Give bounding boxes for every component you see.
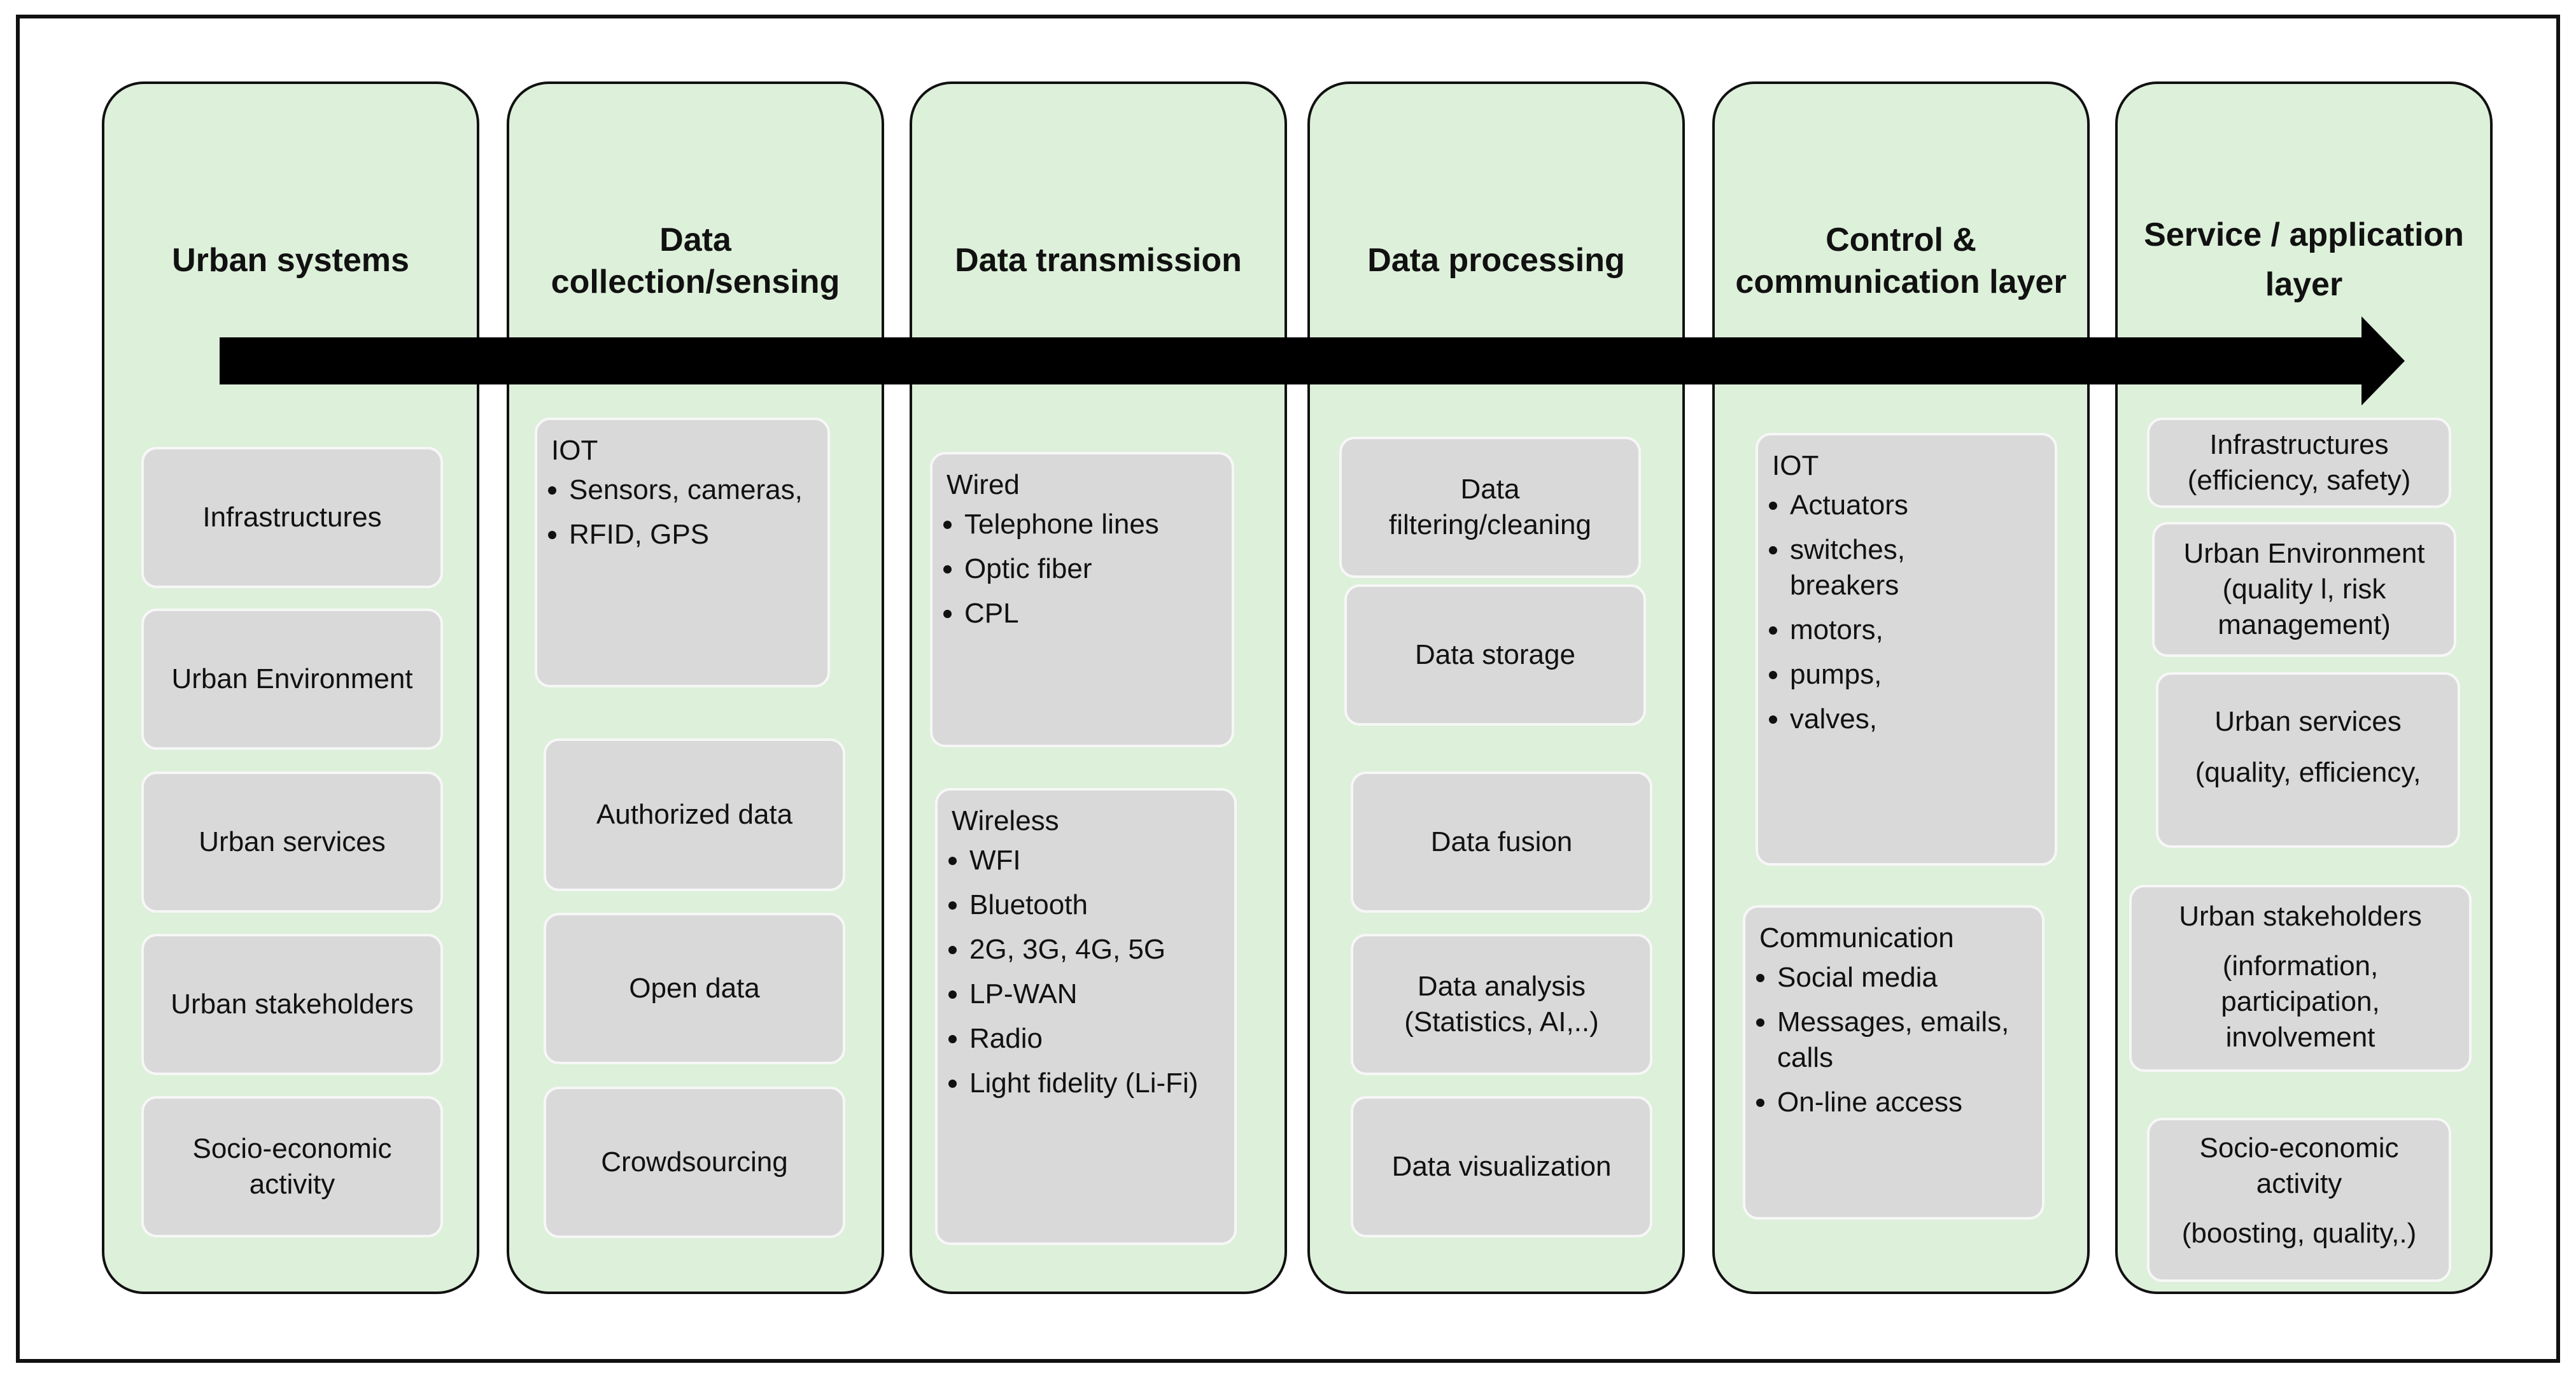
service-detail: (quality, efficiency, (2195, 757, 2421, 788)
column-data-collection: Data collection/sensing IOT Sensors, cam… (507, 81, 884, 1294)
service-title: Urban services (2214, 706, 2402, 737)
service-title: Urban stakeholders (2179, 901, 2422, 932)
wireless-box: Wireless WFI Bluetooth 2G, 3G, 4G, 5G LP… (935, 788, 1237, 1245)
column-data-transmission: Data transmission Wired Telephone lines … (910, 81, 1287, 1294)
list-item: 2G, 3G, 4G, 5G (969, 932, 1220, 968)
communication-box: Communication Social media Messages, ema… (1743, 905, 2045, 1220)
urban-system-box: Urban services (141, 771, 443, 913)
service-box-socio-economic: Socio-economic activity (boosting, quali… (2147, 1118, 2451, 1282)
urban-system-box: Infrastructures (141, 447, 443, 588)
list-item: Actuators (1790, 488, 2041, 523)
list-item: Social media (1777, 960, 2028, 996)
data-source-box: Authorized data (544, 738, 845, 891)
column-title: Data transmission (955, 242, 1242, 279)
data-source-box: Open data (544, 913, 845, 1064)
processing-box: Data filtering/cleaning (1339, 437, 1641, 578)
column-service-application: Service / application layer Infrastructu… (2115, 81, 2493, 1294)
list-item: Light fidelity (Li-Fi) (969, 1066, 1220, 1101)
data-source-box: Crowdsourcing (544, 1087, 845, 1238)
list-item: RFID, GPS (569, 517, 813, 553)
list-item: pumps, (1790, 657, 2041, 693)
iot-sensing-box: IOT Sensors, cameras, RFID, GPS (535, 418, 830, 687)
list-item: LP-WAN (969, 976, 1220, 1012)
wired-box: Wired Telephone lines Optic fiber CPL (930, 452, 1234, 747)
column-title: Control & communication layer (1735, 222, 2067, 300)
service-title: Socio-economic activity (2199, 1132, 2399, 1199)
processing-box: Data visualization (1351, 1096, 1652, 1237)
list-item: CPL (964, 596, 1218, 631)
list-item: Sensors, cameras, (569, 472, 813, 508)
column-urban-systems: Urban systems Infrastructures Urban Envi… (102, 81, 479, 1294)
list-item: switches, breakers (1790, 532, 2041, 603)
list-item: On-line access (1777, 1085, 2028, 1120)
iot-actuators-box: IOT Actuators switches, breakers motors,… (1756, 433, 2057, 866)
list-item: Telephone lines (964, 507, 1218, 542)
column-title: Urban systems (172, 242, 409, 279)
column-title: Service / application layer (2144, 216, 2464, 303)
list-title: Communication (1759, 922, 1954, 954)
service-box: Urban Environment (quality l, risk manag… (2152, 522, 2456, 657)
urban-system-box: Urban Environment (141, 609, 443, 750)
list-title: Wired (947, 469, 1020, 500)
service-box: Infrastructures (efficiency, safety) (2147, 418, 2451, 508)
processing-box: Data storage (1344, 584, 1646, 726)
list-item: motors, (1790, 612, 2041, 648)
list-item: Messages, emails, calls (1777, 1004, 2028, 1076)
service-detail: (information, participation, involvement (2221, 950, 2380, 1053)
service-detail: (boosting, quality,.) (2181, 1218, 2417, 1249)
list-item: WFI (969, 843, 1220, 878)
list-item: Radio (969, 1021, 1220, 1057)
list-title: IOT (551, 435, 598, 466)
processing-box: Data fusion (1351, 771, 1652, 913)
list-item: valves, (1790, 701, 2041, 737)
list-title: IOT (1772, 450, 1819, 481)
urban-system-box: Socio-economic activity (141, 1096, 443, 1237)
service-box-urban-services: Urban services (quality, efficiency, (2156, 672, 2460, 848)
processing-box: Data analysis (Statistics, AI,..) (1351, 934, 1652, 1075)
urban-system-box: Urban stakeholders (141, 934, 443, 1075)
column-control-communication: Control & communication layer IOT Actuat… (1712, 81, 2090, 1294)
column-title: Data processing (1367, 242, 1625, 279)
list-item: Bluetooth (969, 887, 1220, 923)
column-data-processing: Data processing Data filtering/cleaning … (1307, 81, 1685, 1294)
column-title: Data collection/sensing (551, 222, 840, 300)
service-box-urban-stakeholders: Urban stakeholders (information, partici… (2129, 885, 2472, 1072)
list-item: Optic fiber (964, 551, 1218, 587)
list-title: Wireless (952, 805, 1059, 836)
